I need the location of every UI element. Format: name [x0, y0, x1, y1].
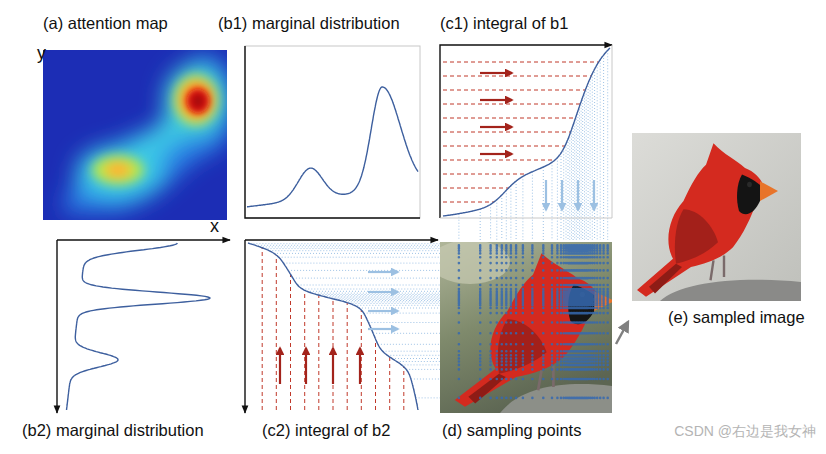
- sampling-drop-line: [250, 244, 440, 398]
- axis-label: x: [210, 217, 219, 237]
- distribution-plot-panel: (b2) marginal distribution: [18, 236, 236, 448]
- sampled-image-panel: (e) sampled image: [628, 128, 814, 338]
- integral-plot-panel: (c2) integral of b2: [240, 236, 434, 448]
- panel-caption: (c2) integral of b2: [262, 421, 390, 441]
- panel-caption: (d) sampling points: [442, 421, 581, 441]
- sampling-level-line: [262, 248, 404, 410]
- sampling-drop-line: [459, 50, 608, 240]
- distribution-plot-panel: (b1) marginal distribution: [216, 8, 432, 220]
- sampling-level-line: [443, 62, 599, 202]
- integral-plot-panel: (c1) integral of b1: [436, 8, 616, 224]
- panel-caption: (b2) marginal distribution: [22, 421, 204, 441]
- panel-caption: (a) attention map: [43, 14, 168, 34]
- axis-label: y: [37, 44, 46, 64]
- attention-map-panel: (a) attention map: [38, 8, 234, 224]
- watermark: CSDN @右边是我女神: [674, 424, 816, 439]
- panel-caption: (c1) integral of b1: [440, 14, 568, 34]
- sampling-points-panel: (d) sampling points: [438, 236, 616, 448]
- panel-caption: (e) sampled image: [668, 308, 805, 328]
- panel-caption: (b1) marginal distribution: [218, 14, 400, 34]
- flow-arrow: [616, 322, 628, 344]
